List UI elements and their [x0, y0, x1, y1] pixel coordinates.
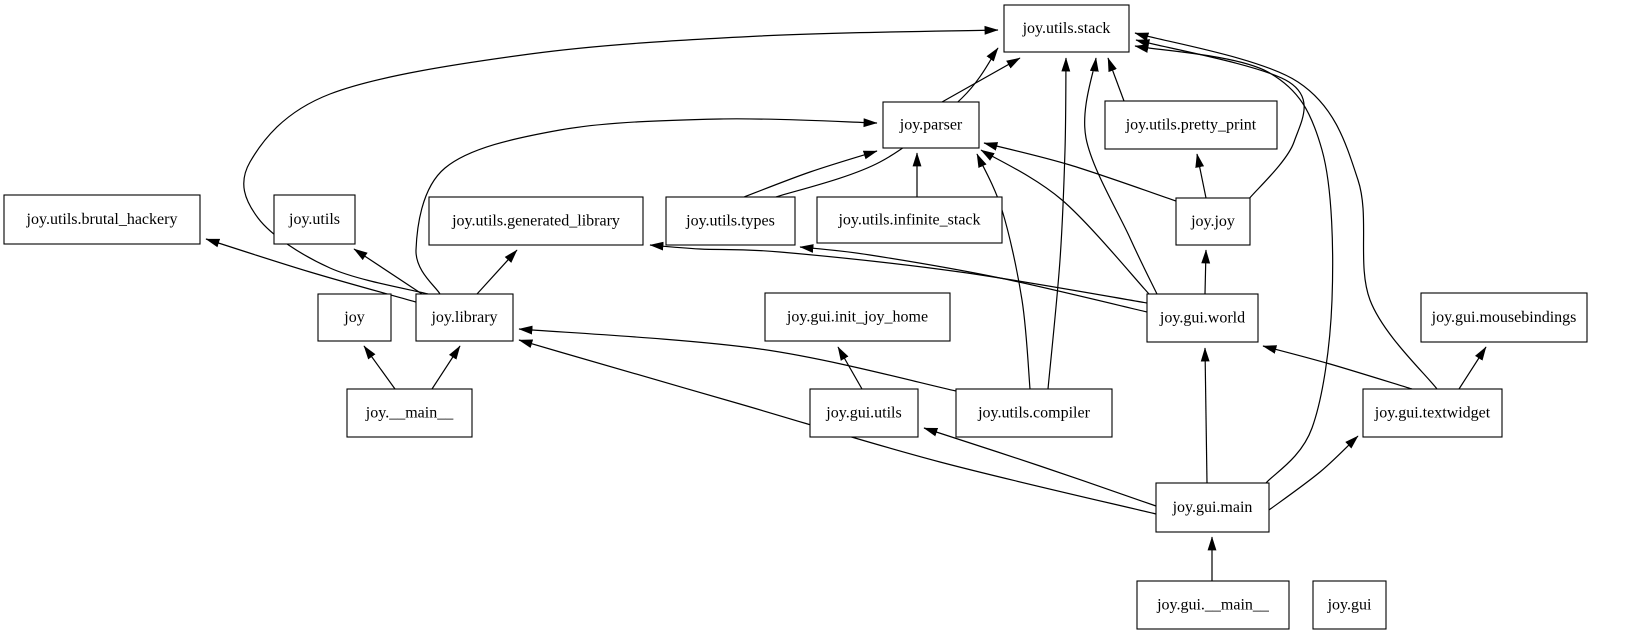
node-label-types: joy.utils.types	[685, 213, 775, 230]
node-mousebindings: joy.gui.mousebindings	[1420, 292, 1588, 343]
edge-joyjoy-to-pretty_print	[1195, 153, 1207, 199]
node-box-gui_main_	[1136, 580, 1290, 630]
node-pretty_print: joy.utils.pretty_print	[1104, 100, 1278, 150]
node-infinite_stack: joy.utils.infinite_stack	[816, 196, 1003, 244]
node-box-mousebindings	[1420, 292, 1588, 343]
node-world: joy.gui.world	[1146, 293, 1259, 343]
node-gui_utils: joy.gui.utils	[809, 388, 919, 438]
node-box-types	[665, 196, 796, 246]
node-compiler: joy.utils.compiler	[955, 388, 1113, 438]
node-label-stack: joy.utils.stack	[1022, 20, 1111, 37]
node-label-generated_library: joy.utils.generated_library	[451, 213, 620, 230]
edge-gui_main-to-gui_utils	[923, 427, 1157, 507]
edge-compiler-to-stack	[1047, 57, 1071, 390]
node-utils: joy.utils	[273, 194, 356, 245]
node-joyjoy: joy.joy	[1175, 197, 1251, 246]
node-label-parser: joy.parser	[899, 117, 963, 134]
node-label-brutal_hackery: joy.utils.brutal_hackery	[26, 211, 178, 228]
edge-library-to-brutal_hackery	[205, 238, 417, 303]
node-box-gui_utils	[809, 388, 919, 438]
nodes-layer: joy.utils.stack joy.parser joy.utils.prett…	[3, 4, 1588, 630]
node-label-infinite_stack: joy.utils.infinite_stack	[837, 212, 980, 229]
edge-joyjoy-to-stack	[1135, 39, 1305, 201]
node-box-infinite_stack	[816, 196, 1003, 244]
edge-world-to-joyjoy	[1201, 249, 1211, 295]
node-label-utils: joy.utils	[288, 211, 340, 228]
node-parser: joy.parser	[882, 101, 980, 149]
edge-library-to-utils	[353, 248, 423, 295]
edge-pretty_print-to-stack	[1107, 57, 1125, 102]
node-label-joyjoy: joy.joy	[1190, 213, 1235, 230]
node-label-textwidget: joy.gui.textwidget	[1374, 405, 1491, 422]
node-label-joy: joy	[343, 309, 364, 326]
edge-gui_main-to-stack	[1134, 44, 1334, 484]
node-main_: joy.__main__	[346, 388, 473, 438]
node-library: joy.library	[415, 293, 514, 342]
node-brutal_hackery: joy.utils.brutal_hackery	[3, 194, 201, 245]
node-box-stack	[1003, 4, 1130, 53]
node-label-gui_main: joy.gui.main	[1172, 499, 1253, 516]
node-box-gui	[1312, 580, 1387, 630]
node-label-library: joy.library	[430, 309, 497, 326]
edge-textwidget-to-world	[1262, 345, 1413, 390]
node-box-joyjoy	[1175, 197, 1251, 246]
node-types: joy.utils.types	[665, 196, 796, 246]
node-label-gui: joy.gui	[1327, 597, 1372, 614]
node-gui_main_: joy.gui.__main__	[1136, 580, 1290, 630]
node-box-parser	[882, 101, 980, 149]
edge-library-to-stack	[243, 25, 999, 295]
edge-world-to-generated_library	[649, 241, 1148, 304]
node-label-compiler: joy.utils.compiler	[977, 405, 1091, 422]
node-label-main_: joy.__main__	[365, 405, 454, 422]
edge-gui_main-to-library	[518, 339, 1157, 515]
edge-joyjoy-to-parser	[983, 142, 1177, 202]
node-box-world	[1146, 293, 1259, 343]
edge-compiler-to-library	[518, 325, 957, 392]
node-generated_library: joy.utils.generated_library	[428, 196, 644, 246]
edge-gui_main-to-textwidget	[1268, 435, 1359, 511]
edge-textwidget-to-mousebindings	[1458, 346, 1487, 390]
edge-parser-to-stack	[941, 57, 1021, 103]
node-box-gui_main	[1155, 482, 1270, 533]
node-label-world: joy.gui.world	[1159, 310, 1245, 327]
node-label-gui_main_: joy.gui.__main__	[1156, 597, 1270, 614]
node-label-gui_utils: joy.gui.utils	[825, 405, 901, 422]
node-box-main_	[346, 388, 473, 438]
edge-compiler-to-parser	[976, 153, 1031, 390]
node-box-library	[415, 293, 514, 342]
edge-gui_utils-to-init_joy_home	[837, 346, 863, 390]
node-gui: joy.gui	[1312, 580, 1387, 630]
node-box-textwidget	[1362, 388, 1503, 438]
edge-library-to-parser	[415, 118, 878, 295]
node-label-init_joy_home: joy.gui.init_joy_home	[786, 309, 928, 326]
edge-textwidget-to-stack	[1134, 32, 1438, 390]
node-box-utils	[273, 194, 356, 245]
edge-types-to-parser	[743, 150, 878, 198]
edge-main_-to-library	[431, 345, 461, 390]
node-box-joy	[317, 293, 392, 342]
node-joy: joy	[317, 293, 392, 342]
edges-layer	[205, 25, 1487, 581]
node-gui_main: joy.gui.main	[1155, 482, 1270, 533]
edge-main_-to-joy	[363, 345, 396, 390]
node-label-mousebindings: joy.gui.mousebindings	[1431, 309, 1577, 326]
node-label-pretty_print: joy.utils.pretty_print	[1125, 117, 1257, 134]
edge-world-to-stack	[1084, 57, 1158, 295]
edge-world-to-types	[799, 244, 1148, 313]
edge-library-to-generated_library	[476, 249, 518, 295]
node-stack: joy.utils.stack	[1003, 4, 1130, 53]
node-box-pretty_print	[1104, 100, 1278, 150]
node-box-brutal_hackery	[3, 194, 201, 245]
node-box-compiler	[955, 388, 1113, 438]
edge-gui_main-to-world	[1200, 347, 1210, 484]
node-textwidget: joy.gui.textwidget	[1362, 388, 1503, 438]
node-box-generated_library	[428, 196, 644, 246]
node-box-init_joy_home	[764, 292, 951, 342]
edge-world-to-parser	[980, 149, 1150, 295]
node-init_joy_home: joy.gui.init_joy_home	[764, 292, 951, 342]
